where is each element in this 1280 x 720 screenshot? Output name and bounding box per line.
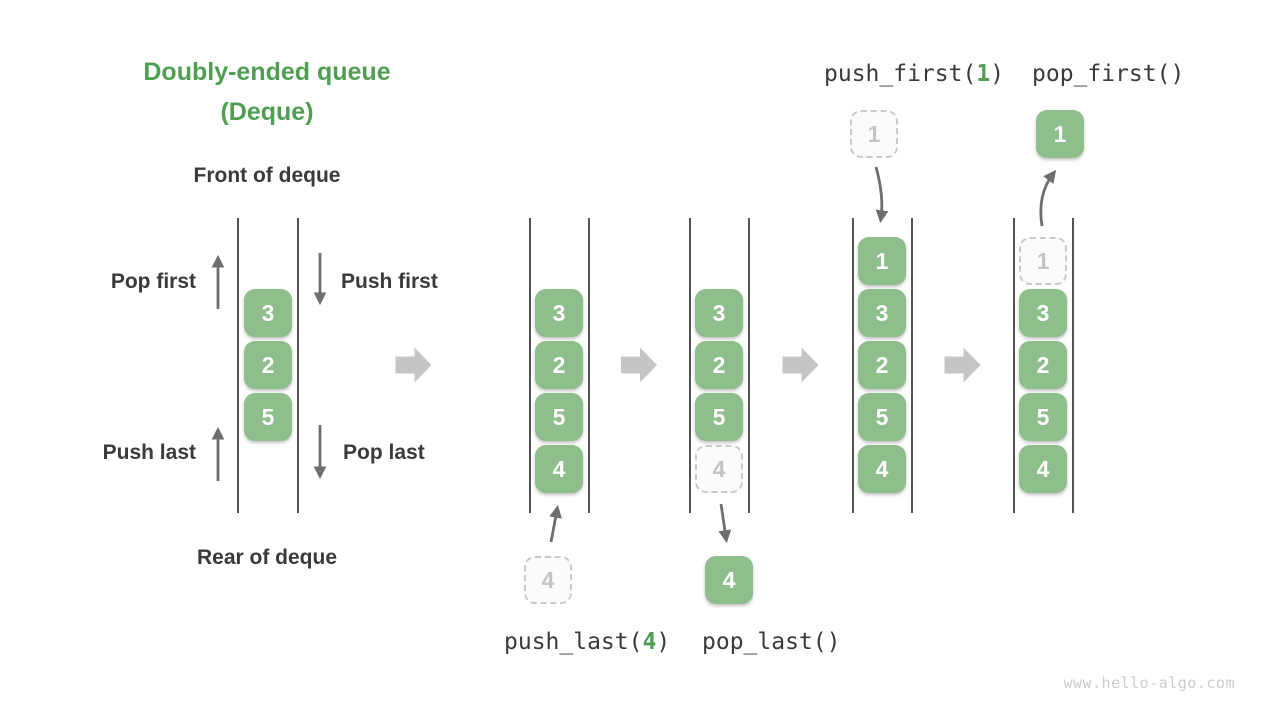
queue5-cell: 2	[1019, 341, 1067, 389]
pop-last-result-box: 4	[705, 556, 753, 604]
pop-first-remove-arrow	[1039, 169, 1057, 227]
push-first-code-label: push_first(1)	[824, 61, 1004, 87]
diagram-title: Doubly-ended queue (Deque)	[117, 52, 417, 132]
code-text: )	[656, 629, 671, 655]
queue3-cell: 5	[695, 393, 743, 441]
queue5-cell: 3	[1019, 289, 1067, 337]
code-text: )	[990, 61, 1005, 87]
queue3-ghost-cell: 4	[695, 445, 743, 493]
push-first-source-box: 1	[850, 110, 898, 158]
push-first-label: Push first	[341, 270, 438, 293]
pop-first-code-label: pop_first()	[1032, 61, 1185, 87]
queue4-right-wall	[911, 218, 913, 513]
queue2-cell: 5	[535, 393, 583, 441]
queue1-cell: 2	[244, 341, 292, 389]
queue5-cell: 5	[1019, 393, 1067, 441]
queue3-cell: 2	[695, 341, 743, 389]
rear-of-deque-label: Rear of deque	[196, 546, 338, 569]
queue5-left-wall	[1013, 218, 1015, 513]
queue4-cell: 2	[858, 341, 906, 389]
queue5-ghost-cell: 1	[1019, 237, 1067, 285]
push-last-code-label: push_last(4)	[504, 629, 670, 655]
diagram-title-line2: (Deque)	[220, 98, 314, 126]
queue3-right-wall	[748, 218, 750, 513]
queue5-cell: 4	[1019, 445, 1067, 493]
push-first-insert-arrow	[874, 166, 889, 224]
queue4-cell: 3	[858, 289, 906, 337]
pop-last-remove-arrow	[718, 503, 732, 544]
diagram-title-line1: Doubly-ended queue	[143, 58, 391, 86]
queue4-cell: 4	[858, 445, 906, 493]
code-text: push_first(	[824, 61, 977, 87]
pop-last-label: Pop last	[343, 441, 425, 464]
queue1-cell: 5	[244, 393, 292, 441]
queue2-right-wall	[588, 218, 590, 513]
push-last-source-box: 4	[524, 556, 572, 604]
queue5-right-wall	[1072, 218, 1074, 513]
pop-first-result-box: 1	[1036, 110, 1084, 158]
code-arg: 1	[976, 61, 991, 87]
push-last-label: Push last	[102, 441, 196, 464]
queue4-cell: 1	[858, 237, 906, 285]
code-arg: 4	[642, 629, 657, 655]
queue1-right-wall	[297, 218, 299, 513]
queue1-left-wall	[237, 218, 239, 513]
front-of-deque-label: Front of deque	[193, 164, 341, 187]
step-arrow-1	[395, 347, 432, 383]
code-text: push_last(	[504, 629, 643, 655]
queue1-cell: 3	[244, 289, 292, 337]
step-arrow-3	[782, 347, 819, 383]
queue2-cell: 2	[535, 341, 583, 389]
pop-last-code-label: pop_last()	[702, 629, 841, 655]
queue4-left-wall	[852, 218, 854, 513]
queue3-left-wall	[689, 218, 691, 513]
queue4-cell: 5	[858, 393, 906, 441]
push-last-insert-arrow	[549, 504, 562, 543]
watermark: www.hello-algo.com	[1063, 674, 1235, 692]
queue2-left-wall	[529, 218, 531, 513]
queue2-cell: 3	[535, 289, 583, 337]
queue3-cell: 3	[695, 289, 743, 337]
step-arrow-2	[621, 347, 657, 383]
step-arrow-4	[944, 347, 981, 383]
pop-first-label: Pop first	[110, 270, 196, 293]
queue2-cell: 4	[535, 445, 583, 493]
